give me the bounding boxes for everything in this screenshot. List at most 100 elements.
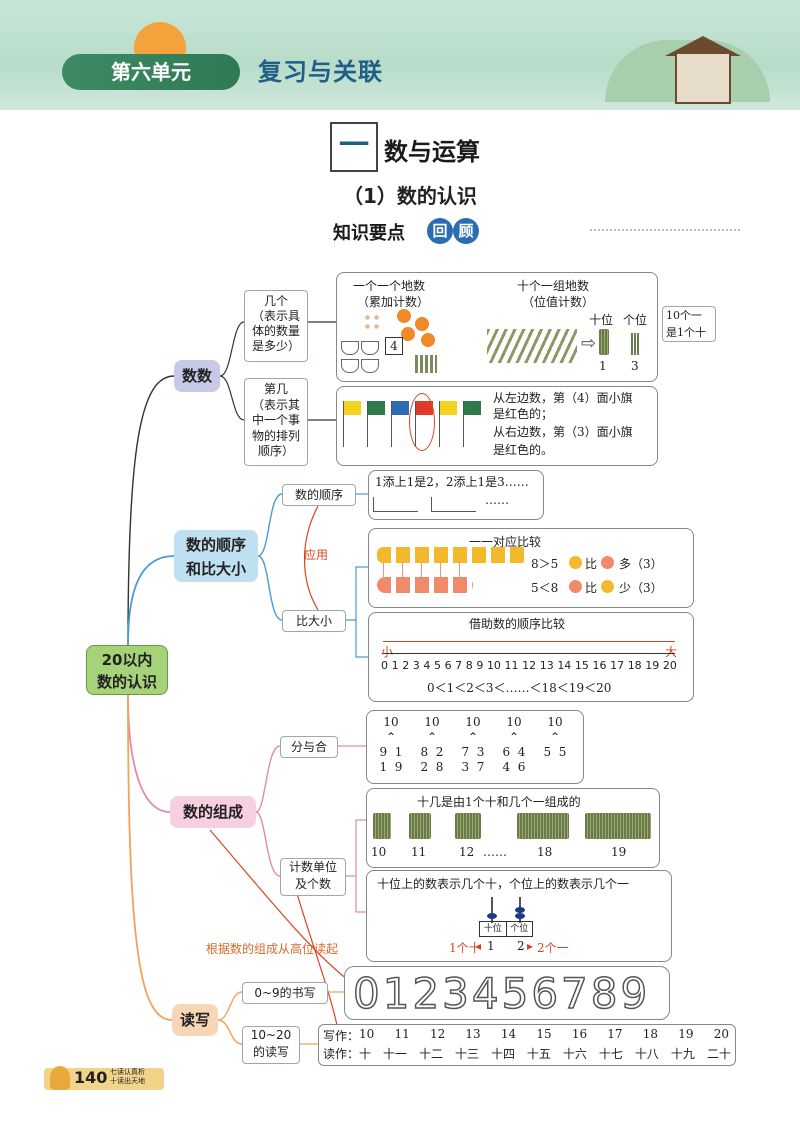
ones-label: 个位 [623, 313, 648, 327]
split-branch-icon: ⌃ [467, 730, 479, 744]
place-digit-2: 2 [517, 939, 525, 953]
split-top: 10 [547, 715, 563, 729]
read-number: 十五 [526, 1047, 551, 1061]
roof-decoration [665, 36, 741, 56]
apple-icon [569, 580, 582, 593]
split-pair: 8 2 [420, 745, 444, 759]
big-label: 大 [665, 645, 678, 659]
number-line-tick: 14 [557, 659, 572, 672]
footer-band [44, 1068, 164, 1090]
split-top: 10 [465, 715, 481, 729]
read-hint: 根据数的组成从高位读起 [206, 942, 339, 956]
circle-highlight [409, 393, 435, 451]
arrow-right-icon: ⇨ [581, 333, 597, 354]
unit-label: 第六单元 [62, 54, 240, 90]
key-points-circle-2: 顾 [453, 218, 479, 244]
units-label: 计数单位 及个数 [280, 858, 346, 896]
place-value-box: 十位上的数表示几个十，个位上的数表示几个一 十位 个位 1个十 ◂ 1 2 ▸ … [366, 870, 672, 962]
write-number: 17 [607, 1027, 623, 1041]
root-line-2: 数的认识 [96, 673, 157, 691]
bundle-icon [409, 813, 431, 839]
by-ten-sub: （位值计数） [522, 295, 595, 309]
unit-title: 复习与关联 [258, 58, 383, 86]
apply-label: 应用 [304, 548, 329, 562]
scattered-sticks-icon [487, 329, 577, 363]
number-line-tick: 12 [522, 659, 537, 672]
cup-icon [341, 341, 359, 355]
footer-note: 七读认真析 十读出天地 [110, 1068, 145, 1085]
root-line-1: 20以内 [101, 651, 153, 669]
read-number: 十六 [562, 1047, 587, 1061]
split-pair: 5 5 [543, 745, 567, 759]
bundle-icon [585, 813, 651, 839]
write-number: 16 [571, 1027, 588, 1041]
bead-icon [487, 913, 497, 919]
order-box: 1添上1是2，2添上1是3…… …… [368, 470, 544, 520]
split-label: 分与合 [280, 736, 338, 758]
split-top: 10 [424, 715, 440, 729]
teen-num: 11 [411, 845, 427, 859]
ones-note: 2个一 [537, 941, 569, 955]
cup-icon [361, 359, 379, 373]
teens-title: 十几是由1个十和几个一组成的 [417, 795, 581, 809]
split-reverse: 3 7 [461, 760, 485, 774]
tens-label: 十位 [589, 313, 614, 327]
read-label: 读作： [323, 1047, 360, 1061]
abacus-base: 十位 个位 [479, 921, 533, 937]
place-value-text: 十位上的数表示几个十，个位上的数表示几个一 [377, 877, 630, 891]
bundle-icon [373, 813, 391, 839]
page-number: 140 [74, 1068, 108, 1087]
teen-num: 18 [537, 845, 553, 859]
read-number: 二十 [706, 1047, 731, 1061]
orange-icon [415, 317, 429, 331]
rw-label: 10~20 的读写 [242, 1026, 300, 1064]
number-line-tick: 0 [381, 659, 388, 672]
arrow-right-icon: ▸ [527, 939, 534, 953]
apple-icon [601, 556, 614, 569]
write-number: 12 [429, 1027, 446, 1041]
number-line-tick: 17 [610, 659, 625, 672]
write-label: 写作： [323, 1029, 360, 1043]
flags-note-line-3: 从右边数，第（3）面小旗 [493, 425, 633, 439]
write-number: 13 [465, 1027, 481, 1041]
compare-row1-a: 8＞5 [531, 557, 559, 571]
abacus-icon [373, 497, 418, 512]
split-reverse: 4 6 [502, 760, 526, 774]
branch-composition: 数的组成 [170, 796, 256, 828]
number-line-tick: 10 [486, 659, 501, 672]
split-reverse: 2 8 [420, 760, 444, 774]
number-line-tick: 4 [423, 659, 431, 672]
flags-note-line-2: 是红色的； [493, 407, 554, 421]
split-branch-icon: ⌃ [549, 730, 561, 744]
number-line-tick: 5 [433, 659, 441, 672]
number-line-axis [383, 653, 675, 654]
read-row: 十十一十二十三十四十五十六十七十八十九二十 [359, 1045, 731, 1061]
order-dots: …… [485, 493, 509, 507]
number-line-tick: 8 [465, 659, 473, 672]
write-number: 11 [394, 1027, 410, 1041]
bead-icon [515, 913, 525, 919]
count-number-box: 4 [385, 337, 403, 355]
teen-num: 12 [459, 845, 475, 859]
split-reverse: 1 9 [379, 760, 403, 774]
split-branch-icon: ⌃ [385, 730, 397, 744]
cup-icon [361, 341, 379, 355]
teen-num: …… [483, 845, 507, 859]
number-line-tick: 15 [574, 659, 589, 672]
match-lines [383, 563, 473, 577]
bundle-icon [517, 813, 569, 839]
one-to-one-title: 一一对应比较 [469, 535, 542, 549]
split-column: 10⌃5 5 [537, 715, 573, 760]
orange-icon [397, 309, 411, 323]
split-top: 10 [383, 715, 399, 729]
small-label: 小 [381, 645, 394, 659]
number-line-tick: 19 [645, 659, 660, 672]
number-line-tick: 9 [476, 659, 484, 672]
arrow-line [383, 641, 675, 642]
